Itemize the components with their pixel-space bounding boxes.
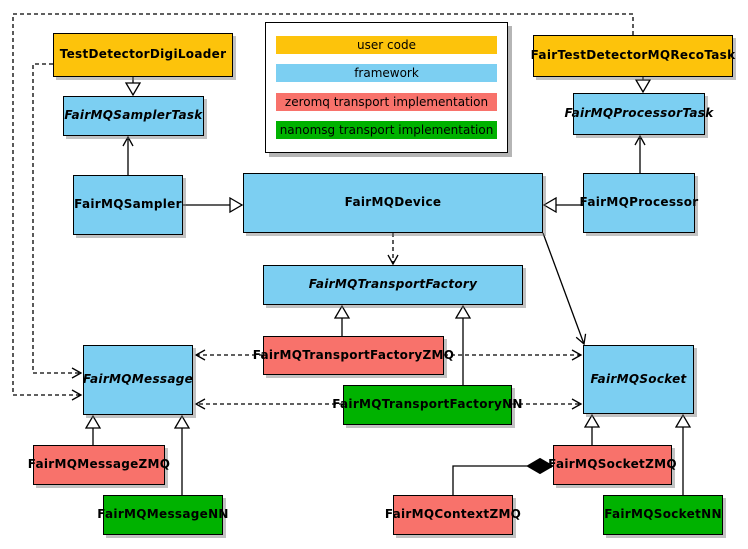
legend-item-framework: framework <box>276 64 497 83</box>
node-label: FairMQTransportFactoryZMQ <box>252 347 455 362</box>
node-fairmqcontextzmq: FairMQContextZMQ <box>385 495 521 535</box>
node-label: FairMQTransportFactoryNN <box>332 397 523 412</box>
node-testdetectordigiloader: TestDetectorDigiLoader <box>53 33 233 77</box>
node-label: FairMQMessageZMQ <box>27 457 171 472</box>
node-label: FairMQProcessor <box>579 195 699 210</box>
legend-item-nanomsg: nanomsg transport implementation <box>276 120 497 139</box>
node-fairmqtransportfactory: FairMQTransportFactory <box>263 265 523 305</box>
node-label: TestDetectorDigiLoader <box>59 47 227 62</box>
edge-association-fairmqdevice-fairmqsocket <box>542 232 587 346</box>
node-label: FairMQTransportFactory <box>308 277 478 292</box>
edge-dependency-fairtestdetectormqrecotask-fairmqmessage <box>12 13 634 401</box>
node-fairmqtransportfactorynn: FairMQTransportFactoryNN <box>332 385 522 425</box>
node-fairmqsamplertask: FairMQSamplerTask <box>63 96 204 136</box>
legend-label: framework <box>354 66 419 81</box>
node-fairtestdetectormqrecotask: FairTestDetectorMQRecoTask <box>530 35 736 77</box>
node-fairmqsampler: FairMQSampler <box>73 175 183 235</box>
edge-dependency-testdetectordigiloader-fairmqmessage <box>32 63 83 379</box>
node-label: FairMQSamplerTask <box>64 108 203 123</box>
legend-label: nanomsg transport implementation <box>279 122 494 137</box>
node-label: FairMQMessage <box>82 372 194 387</box>
node-fairmqsocket: FairMQSocket <box>583 345 694 414</box>
node-fairmqsocketnn: FairMQSocketNN <box>603 495 723 535</box>
node-label: FairTestDetectorMQRecoTask <box>530 48 736 63</box>
legend-item-user-code: user code <box>276 36 497 54</box>
legend: user code framework zeromq transport imp… <box>265 22 508 153</box>
node-label: FairMQDevice <box>344 195 442 210</box>
node-fairmqsocketzmq: FairMQSocketZMQ <box>548 445 677 485</box>
node-fairmqmessagezmq: FairMQMessageZMQ <box>28 445 170 485</box>
node-label: FairMQProcessorTask <box>564 106 714 121</box>
legend-label: zeromq transport implementation <box>284 94 489 109</box>
node-label: FairMQSocket <box>590 371 687 386</box>
node-fairmqmessagenn: FairMQMessageNN <box>97 495 228 535</box>
node-label: FairMQContextZMQ <box>384 507 522 522</box>
node-label: FairMQMessageNN <box>97 507 229 522</box>
node-label: FairMQSampler <box>74 197 182 212</box>
node-fairmqdevice: FairMQDevice <box>243 173 543 233</box>
edge-composition-fairmqcontextzmq-fairmqsocketzmq <box>452 465 527 495</box>
legend-item-zeromq: zeromq transport implementation <box>276 92 497 111</box>
legend-label: user code <box>357 38 416 52</box>
node-fairmqmessage: FairMQMessage <box>83 345 193 415</box>
node-label: FairMQSocketZMQ <box>548 457 677 472</box>
node-fairmqtransportfactoryzmq: FairMQTransportFactoryZMQ <box>253 336 454 375</box>
node-fairmqprocessortask: FairMQProcessorTask <box>564 93 713 135</box>
node-label: FairMQSocketNN <box>604 507 722 522</box>
node-fairmqprocessor: FairMQProcessor <box>580 173 698 233</box>
